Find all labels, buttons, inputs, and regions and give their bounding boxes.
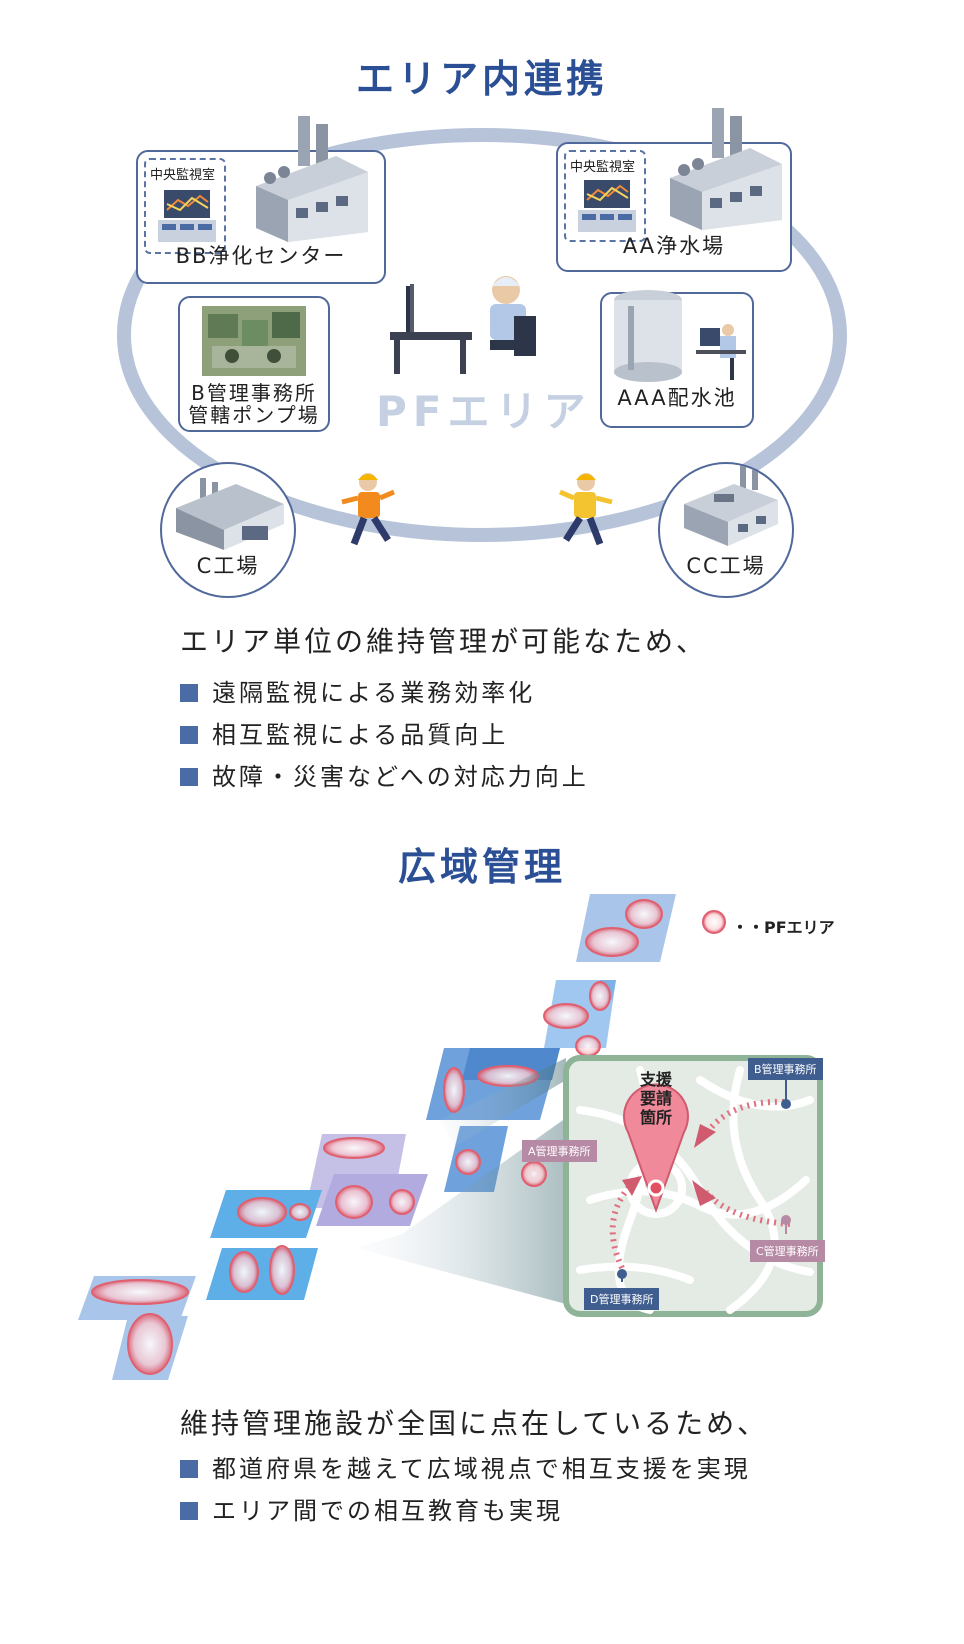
pf-area-label: PFエリア (376, 387, 592, 436)
area-section-title: エリア内連携 (355, 57, 608, 101)
b-office-name: B管理事務所 (191, 381, 317, 405)
area-benefit-item: 遠隔監視による業務効率化 (180, 672, 589, 714)
wide-benefit-item: エリア間での相互教育も実現 (180, 1490, 751, 1532)
pf-area-legend-icon (702, 910, 726, 934)
bullet-square-icon (180, 768, 198, 786)
operator-at-desk-icon (390, 276, 536, 374)
support-request-pin: 支援 要請 箇所 (639, 1070, 672, 1127)
worker-running-right-icon (559, 473, 613, 546)
worker-running-left-icon (341, 473, 395, 546)
factory-building-icon (256, 116, 368, 242)
central-monitoring-room: 中央監視室 (144, 158, 226, 254)
pump-station-photo (202, 306, 306, 376)
b-office-tag: B管理事務所 (748, 1058, 823, 1080)
pf-area-legend-label: ・・PFエリア (732, 918, 835, 937)
factory-building-icon (684, 466, 778, 546)
wide-area-map (78, 894, 823, 1380)
bullet-square-icon (180, 726, 198, 744)
b-office-card[interactable]: B管理事務所 管轄ポンプ場 (178, 296, 330, 432)
wide-intro-text: 維持管理施設が全国に点在しているため、 (180, 1407, 769, 1440)
area-benefit-item: 故障・災害などへの対応力向上 (180, 756, 589, 798)
aa-facility-card[interactable]: 中央監視室 AA浄水場 (556, 108, 792, 272)
warehouse-building-icon (176, 478, 284, 550)
wide-section-title: 広域管理 (397, 845, 566, 889)
a-office-tag: A管理事務所 (522, 1140, 597, 1162)
c-factory-card[interactable]: C工場 (160, 462, 296, 598)
cc-factory-name: CC工場 (686, 554, 766, 578)
area-benefit-list: 遠隔監視による業務効率化 相互監視による品質向上 故障・災害などへの対応力向上 (180, 672, 589, 798)
central-monitoring-room: 中央監視室 (564, 150, 646, 242)
aa-facility-name: AA浄水場 (622, 234, 726, 258)
monitor-console-icon (578, 180, 636, 232)
wide-benefit-list: 都道府県を越えて広域視点で相互支援を実現 エリア間での相互教育も実現 (180, 1448, 751, 1532)
b-office-subtitle: 管轄ポンプ場 (188, 403, 320, 427)
area-intro-text: エリア単位の維持管理が可能なため、 (180, 625, 708, 658)
bullet-square-icon (180, 1502, 198, 1520)
c-factory-name: C工場 (196, 554, 260, 578)
wide-benefit-item: 都道府県を越えて広域視点で相互支援を実現 (180, 1448, 751, 1490)
aaa-reservoir-name: AAA配水池 (617, 386, 737, 410)
cc-factory-card[interactable]: CC工場 (658, 462, 794, 598)
water-plant-building-icon (670, 108, 782, 230)
bb-facility-card[interactable]: 中央監視室 BB浄化センター (136, 116, 386, 284)
bullet-square-icon (180, 684, 198, 702)
bullet-square-icon (180, 1460, 198, 1478)
aaa-reservoir-card[interactable]: AAA配水池 (600, 290, 754, 428)
c-office-tag: C管理事務所 (750, 1240, 825, 1262)
bb-facility-name: BB浄化センター (175, 244, 347, 268)
water-tank-icon (614, 290, 746, 382)
d-office-tag: D管理事務所 (584, 1288, 660, 1310)
area-benefit-item: 相互監視による品質向上 (180, 714, 589, 756)
pf-area-ring (117, 128, 847, 542)
monitor-console-icon (158, 190, 216, 242)
